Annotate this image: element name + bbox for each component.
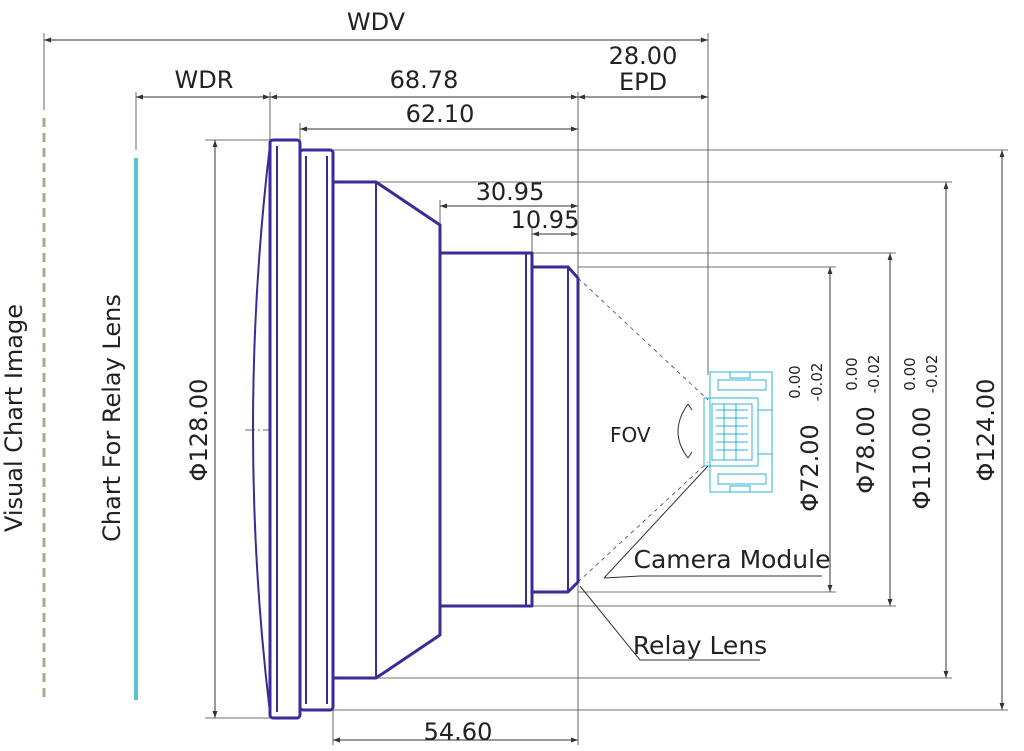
visual-chart-label: Visual Chart Image <box>0 304 28 532</box>
fov-lines <box>577 277 709 583</box>
camera-module-label: Camera Module <box>634 545 831 574</box>
dim-1095: 10.95 <box>511 206 580 234</box>
dim-epd: EPD <box>619 68 667 96</box>
camera-module <box>703 371 773 493</box>
tol-hi-72: 0.00 <box>786 365 804 398</box>
dim-wdv: WDV <box>347 8 406 36</box>
dim-phi72: Φ72.00 <box>796 424 824 512</box>
dim-5460: 54.60 <box>424 718 493 746</box>
dim-phi78: Φ78.00 <box>852 406 880 494</box>
relay-leader <box>579 585 760 661</box>
dim-6878: 68.78 <box>390 66 459 94</box>
dim-wdr: WDR <box>175 66 234 94</box>
dim-phi128: Φ128.00 <box>185 379 213 482</box>
fov-label: FOV <box>610 423 651 447</box>
relay-lens-body <box>252 138 580 720</box>
chart-relay-label: Chart For Relay Lens <box>98 294 126 542</box>
tol-hi-110: 0.00 <box>901 357 919 390</box>
dim-2800: 28.00 <box>609 42 678 70</box>
tol-lo-110: -0.02 <box>923 355 941 394</box>
tol-hi-78: 0.00 <box>843 357 861 390</box>
dim-3095: 30.95 <box>476 178 545 206</box>
dim-phi110: Φ110.00 <box>908 407 936 510</box>
tol-lo-72: -0.02 <box>808 363 826 402</box>
relay-lens-label: Relay Lens <box>633 631 767 660</box>
camera-leader <box>603 575 822 579</box>
dim-6210: 62.10 <box>406 100 475 128</box>
tol-lo-78: -0.02 <box>865 355 883 394</box>
dim-phi124: Φ124.00 <box>972 379 1000 482</box>
